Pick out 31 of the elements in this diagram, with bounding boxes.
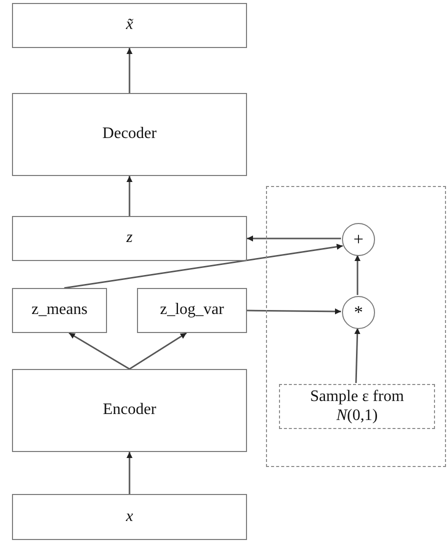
sampling-group-box: [266, 186, 446, 467]
node-label: Decoder: [102, 125, 157, 144]
arrow: [129, 332, 187, 370]
arrow: [126, 176, 132, 216]
arrow: [126, 48, 132, 93]
input-box: [12, 494, 247, 540]
node-label: z: [126, 229, 133, 248]
arrow: [64, 244, 343, 289]
process-box: [12, 288, 107, 333]
arrow: [354, 328, 360, 384]
sampling-box: [279, 384, 435, 429]
arrow: [126, 452, 132, 494]
multiply-circle: [342, 296, 375, 329]
output-box: [12, 3, 247, 48]
node-label: Encoder: [102, 401, 156, 420]
node-label: z_log_var: [160, 301, 224, 320]
node-label: x̃: [126, 16, 134, 35]
node-label: x: [126, 508, 134, 526]
arrow: [247, 236, 341, 242]
add-circle: [342, 223, 375, 256]
arrow: [247, 308, 341, 314]
operator-symbol: *: [354, 302, 363, 323]
node-label: Sample ε from N(0,1): [309, 388, 405, 425]
process-box: [137, 288, 247, 333]
decoder-box: [12, 93, 247, 176]
arrow: [68, 332, 130, 370]
operator-symbol: +: [353, 229, 364, 250]
encoder-box: [12, 369, 247, 452]
latent-box: [12, 216, 247, 261]
node-label: z_means: [32, 301, 88, 320]
arrow: [354, 255, 360, 295]
